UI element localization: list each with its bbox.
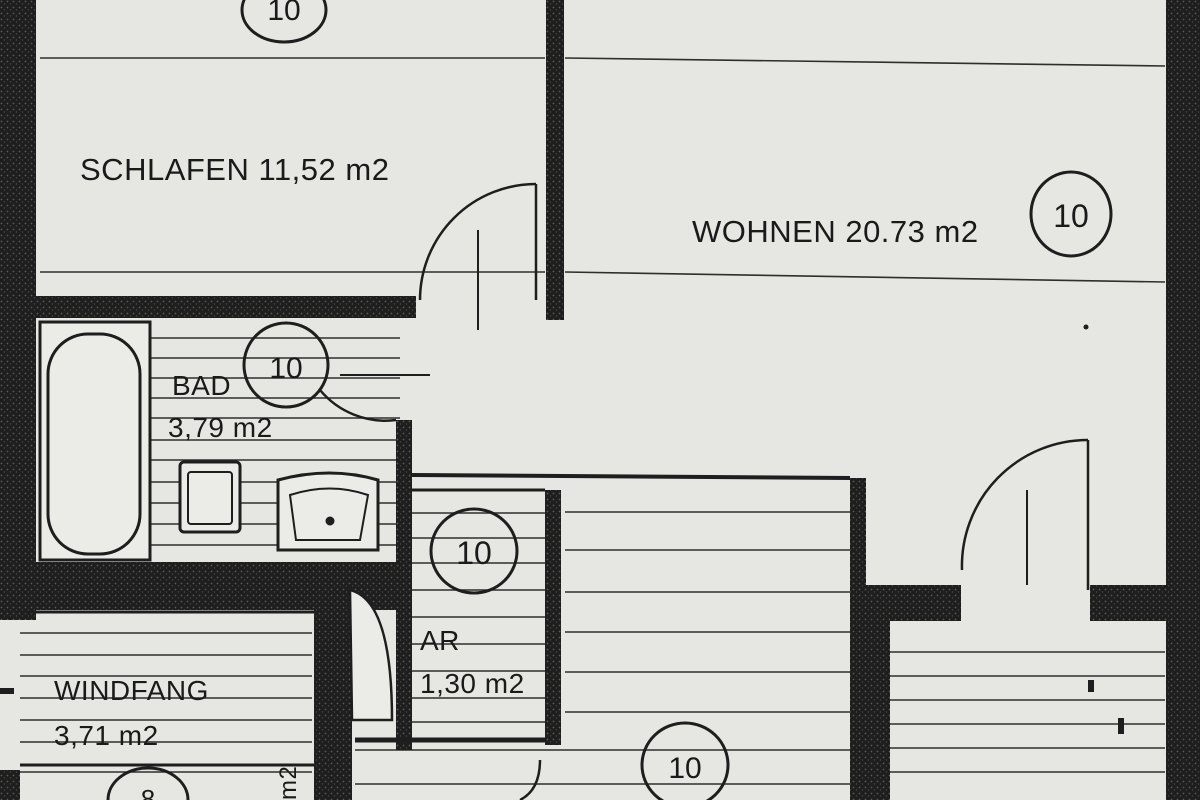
door-arc-bedroom <box>418 182 537 301</box>
room-label-schlafen: SCHLAFEN 11,52 m2 <box>80 152 389 187</box>
room-label-lower-left-area: m2 <box>275 766 302 800</box>
room-label-windfang-name: WINDFANG <box>54 675 209 706</box>
washbasin <box>276 471 380 552</box>
room-label-windfang-area: 3,71 m2 <box>54 720 159 751</box>
hatching-lines <box>20 57 1166 785</box>
marker-bottom-left-text: 8 <box>141 784 155 800</box>
wall-right-outer <box>1166 0 1200 800</box>
room-markers: 10 10 10 10 10 8 <box>106 0 1113 800</box>
marker-bad-text: 10 <box>269 352 302 385</box>
wall-ar-right <box>545 490 561 745</box>
wall-windfang-right <box>314 600 352 800</box>
wall-left-outer <box>0 0 36 620</box>
room-label-ar-area: 1,30 m2 <box>420 668 525 699</box>
wall-left-lower <box>0 770 20 800</box>
wall-rightroom-left <box>866 585 890 800</box>
marker-bad: 10 <box>242 321 330 409</box>
wall-stair-right <box>850 478 866 800</box>
room-labels: SCHLAFEN 11,52 m2 WOHNEN 20.73 m2 BAD 3,… <box>54 152 979 800</box>
stair-tread-lines <box>355 511 850 785</box>
marker-ar: 10 <box>429 507 519 595</box>
room-label-bad-name: BAD <box>172 370 231 401</box>
closet-niche <box>348 588 394 722</box>
room-label-bad-area: 3,79 m2 <box>168 412 273 443</box>
door-arc-right <box>960 438 1089 571</box>
plan-specks <box>0 324 1124 734</box>
wall-bath-right <box>396 420 412 750</box>
thin-walls <box>20 473 851 767</box>
marker-ar-text: 10 <box>456 535 492 571</box>
marker-bottom-left: 8 <box>106 766 190 800</box>
windfang-tile-lines <box>20 632 312 773</box>
door-arc-bath <box>319 389 397 422</box>
bathtub <box>38 320 152 562</box>
marker-stair: 10 <box>640 721 730 800</box>
marker-wohnen-text: 10 <box>1053 198 1089 234</box>
toilet <box>178 460 242 534</box>
room-label-ar-name: AR <box>420 625 460 656</box>
wall-bedroom-bath <box>36 296 416 318</box>
bad-tile-lines <box>150 337 400 546</box>
door-arc-stair <box>519 759 542 800</box>
wall-bedroom-living <box>546 0 564 320</box>
marker-wohnen: 10 <box>1029 170 1113 258</box>
marker-top-room-text: 10 <box>267 0 300 27</box>
marker-top-room: 10 <box>240 0 328 44</box>
wall-rightroom-top-right <box>1090 585 1166 621</box>
doors <box>319 182 1090 800</box>
marker-stair-text: 10 <box>668 752 701 785</box>
room-label-wohnen: WOHNEN 20.73 m2 <box>692 214 979 249</box>
